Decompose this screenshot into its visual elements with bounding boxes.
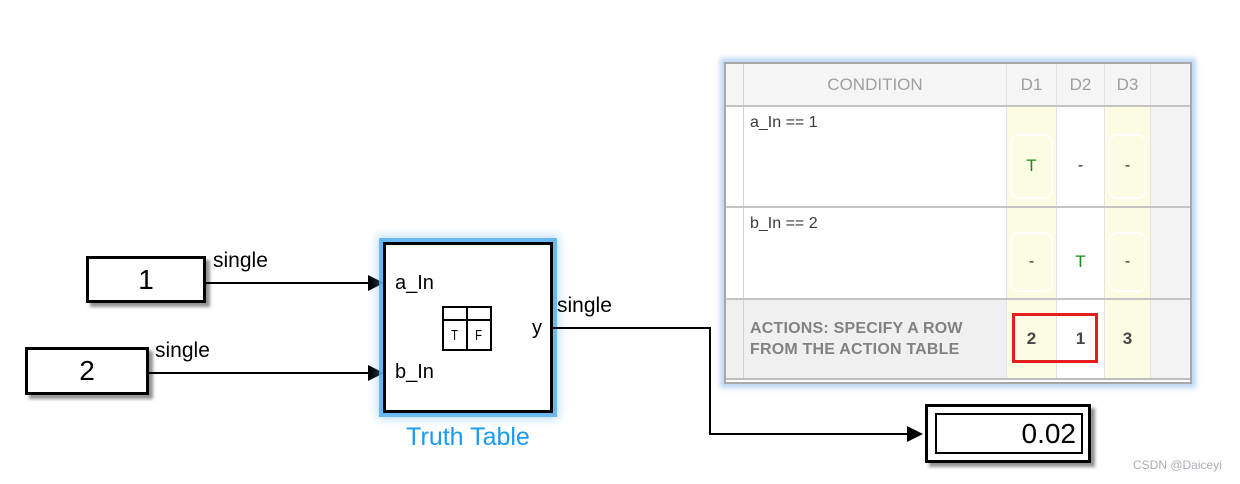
truth-table-block[interactable]: a_In b_In y T F [383,242,553,413]
decision-cell-r2-d2[interactable]: T [1057,208,1105,298]
wire-const1-to-a-in[interactable] [206,282,368,284]
decision-value: - [1077,157,1084,175]
actions-row-label: ACTIONS: SPECIFY A ROW FROM THE ACTION T… [744,300,1007,378]
constant-2-value: 2 [79,355,95,386]
condition-table-panel: CONDITION D1 D2 D3 a_In == 1 T - - b_In … [724,62,1192,384]
truth-table-icon: T F [442,306,492,351]
row-filler-cell [1151,107,1190,206]
wire-y-output-v[interactable] [709,327,711,435]
wire-y-output-h1[interactable] [552,327,711,329]
action-cell-d1[interactable]: 2 [1007,300,1057,378]
header-d3[interactable]: D3 [1105,64,1151,105]
input-port-a-in-label: a_In [395,272,434,294]
decision-cell-r1-d3[interactable]: - [1105,107,1151,206]
action-cell-d3[interactable]: 3 [1105,300,1151,378]
constant-1-value: 1 [138,263,154,295]
header-filler-cell [1151,64,1190,105]
row-gutter-cell[interactable] [726,107,744,206]
arrowhead-icon [368,275,384,291]
decision-cell-r1-d1[interactable]: T [1007,107,1057,206]
condition-row-1: a_In == 1 T - - [726,105,1190,206]
decision-value: - [1124,253,1131,270]
row-filler-cell [1151,208,1190,298]
signal-label-single-3[interactable]: single [557,294,612,317]
row-gutter-cell[interactable] [726,208,744,298]
condition-cell-2[interactable]: b_In == 2 [744,208,1007,298]
output-port-y-label: y [532,317,542,339]
constant-block-2[interactable]: 2 [25,347,149,395]
decision-cell-r1-d2[interactable]: - [1057,107,1105,206]
display-block[interactable]: 0.02 [925,404,1091,463]
signal-label-single-2[interactable]: single [155,339,210,362]
display-value: 0.02 [935,413,1083,454]
condition-cell-1[interactable]: a_In == 1 [744,107,1007,206]
actions-label-line2: FROM THE ACTION TABLE [750,341,960,358]
wire-y-output-h2[interactable] [709,433,907,435]
decision-value: - [1028,253,1035,270]
header-d2[interactable]: D2 [1057,64,1105,105]
arrowhead-icon [368,365,384,381]
decision-value: T [1075,252,1086,271]
panel-bottom-strip [726,378,1190,382]
truth-table-icon-t: T [451,326,459,344]
row-filler-cell [1151,300,1190,378]
decision-value: T [1026,156,1037,176]
decision-cell-r2-d1[interactable]: - [1007,208,1057,298]
action-cell-d2[interactable]: 1 [1057,300,1105,378]
input-port-b-in-label: b_In [395,361,434,383]
actions-label-line1: ACTIONS: SPECIFY A ROW [750,320,963,337]
header-gutter-cell [726,64,744,105]
watermark-text: CSDN @Daiceyi [1133,458,1222,472]
truth-table-icon-f: F [475,326,483,344]
actions-row: ACTIONS: SPECIFY A ROW FROM THE ACTION T… [726,298,1190,378]
signal-label-single-1[interactable]: single [213,249,268,272]
header-condition[interactable]: CONDITION [744,64,1007,105]
constant-block-1[interactable]: 1 [86,256,206,303]
condition-table-header-row: CONDITION D1 D2 D3 [726,64,1190,105]
row-gutter-cell[interactable] [726,300,744,378]
decision-value: - [1124,157,1131,175]
wire-const2-to-b-in[interactable] [149,372,368,374]
decision-cell-r2-d3[interactable]: - [1105,208,1151,298]
truth-table-block-name[interactable]: Truth Table [406,423,530,451]
condition-row-2: b_In == 2 - T - [726,206,1190,298]
arrowhead-icon [907,426,923,442]
header-d1[interactable]: D1 [1007,64,1057,105]
